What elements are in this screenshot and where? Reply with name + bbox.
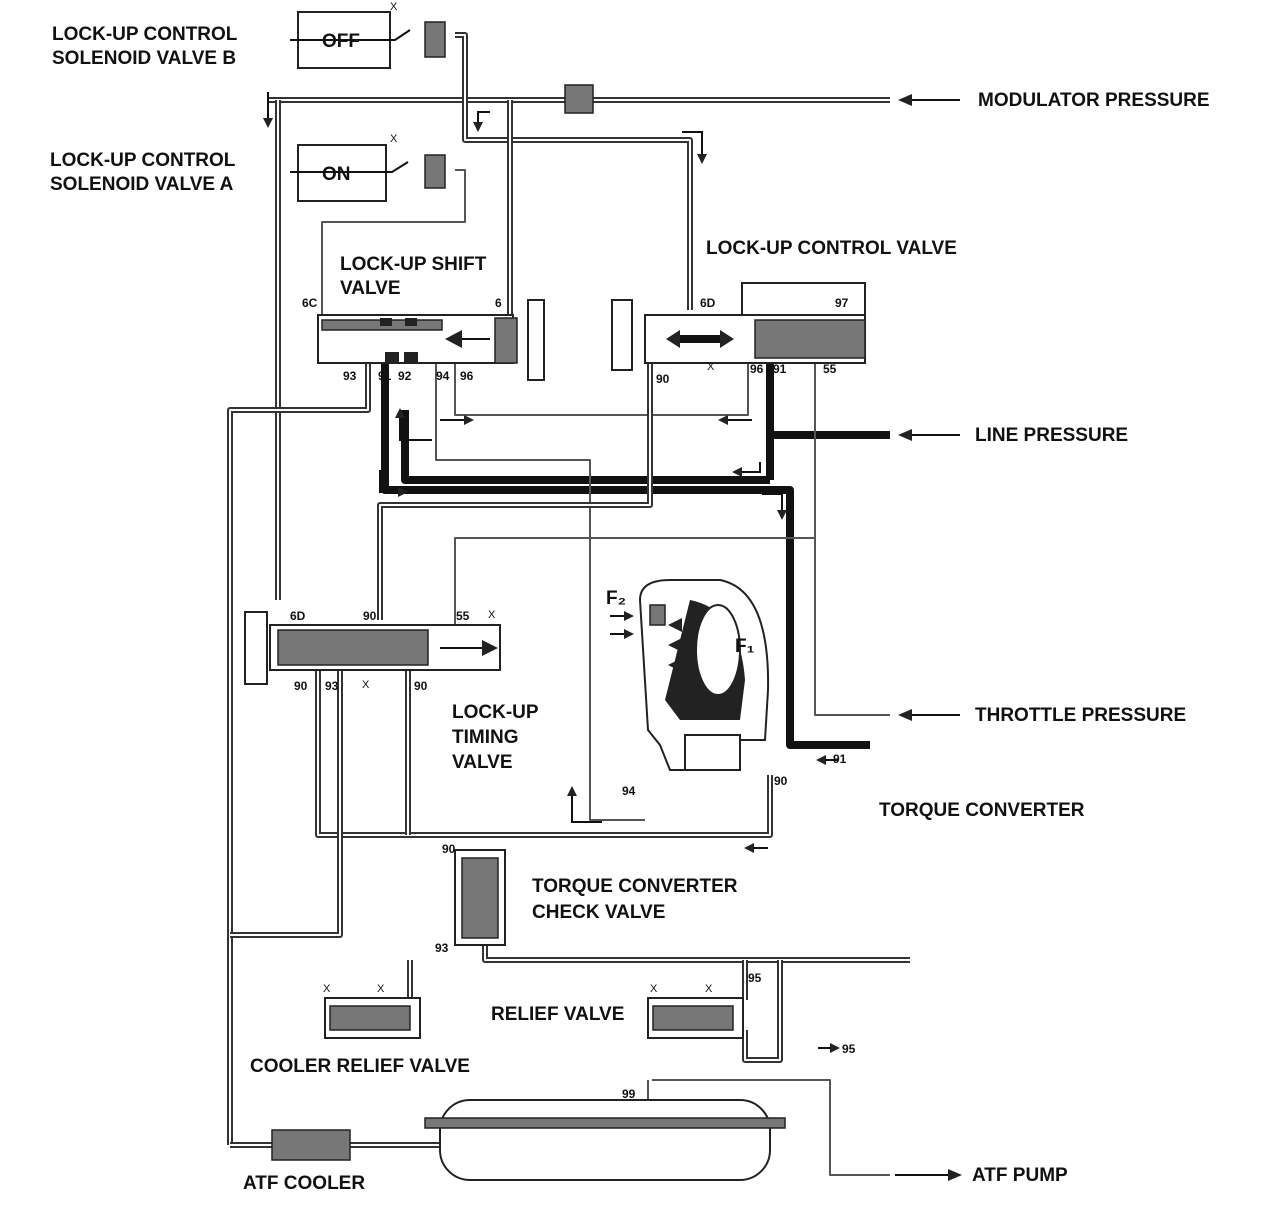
lockup-control-valve [611, 282, 866, 371]
force-f1-label: F₁ [735, 636, 755, 657]
port-90: 90 [774, 774, 788, 788]
exhaust-mark: X [488, 609, 496, 621]
force-f2-label: F₂ [606, 588, 626, 609]
port-90: 90 [414, 679, 428, 693]
lockup-control-valve-label: LOCK-UP CONTROL VALVE [706, 238, 957, 259]
port-91: 91 [378, 369, 392, 383]
port-95-out: 95 [842, 1042, 856, 1056]
exhaust-mark: X [390, 1, 398, 13]
port-92: 92 [398, 369, 412, 383]
exhaust-mark: X [707, 361, 715, 373]
solenoid-a-line [321, 169, 466, 320]
port-90: 90 [294, 679, 308, 693]
cooler-relief-valve-label: COOLER RELIEF VALVE [250, 1056, 470, 1077]
exhaust-mark: X [705, 983, 713, 995]
cooler-relief-valve: X X [323, 983, 421, 1039]
port-97: 97 [835, 296, 849, 310]
timing-valve-label-line1: LOCK-UP [452, 702, 539, 723]
port-93: 93 [325, 679, 339, 693]
solenoid-b-label-line2: SOLENOID VALVE B [52, 48, 236, 69]
solenoid-b-label-line1: LOCK-UP CONTROL [52, 24, 238, 45]
port-99: 99 [622, 1087, 636, 1101]
throttle-line [814, 360, 890, 716]
atf-cooler [271, 1129, 351, 1161]
flow-arrows [263, 92, 962, 1181]
solenoid-a-label-line1: LOCK-UP CONTROL [50, 150, 236, 171]
component-labels: LOCK-UP CONTROL SOLENOID VALVE B MODULAT… [50, 24, 1210, 1194]
line-91 [381, 360, 870, 749]
exhaust-mark: X [377, 983, 385, 995]
exhaust-mark: X [390, 133, 398, 145]
lockup-shift-valve-label-line1: LOCK-UP SHIFT [340, 254, 487, 275]
port-94: 94 [622, 784, 636, 798]
solenoid-b-state: OFF [322, 31, 360, 52]
torque-converter-check-valve [454, 849, 506, 946]
port-93: 93 [435, 941, 449, 955]
solenoid-valve-a: ON X [290, 133, 446, 202]
solenoid-a-state: ON [322, 164, 351, 185]
solenoid-valve-b: OFF X [290, 1, 446, 69]
port-90: 90 [656, 372, 670, 386]
line-55 [454, 537, 815, 625]
line-pressure-label: LINE PRESSURE [975, 425, 1128, 446]
line-96 [454, 360, 749, 416]
check-valve-label-line1: TORQUE CONVERTER [532, 876, 738, 897]
port-6: 6 [495, 296, 502, 310]
check-valve-label-line2: CHECK VALVE [532, 902, 665, 923]
atf-strainer [424, 1099, 786, 1181]
atf-pump-label: ATF PUMP [972, 1165, 1068, 1186]
timing-valve-label-line3: VALVE [452, 752, 513, 773]
port-6d: 6D [700, 296, 716, 310]
torque-converter-label: TORQUE CONVERTER [879, 800, 1085, 821]
exhaust-mark: X [323, 983, 331, 995]
port-95: 95 [748, 971, 762, 985]
relief-valve-label: RELIEF VALVE [491, 1004, 624, 1025]
relief-valve: X X [647, 983, 744, 1039]
modulator-pressure-label: MODULATOR PRESSURE [978, 90, 1210, 111]
throttle-pressure-label: THROTTLE PRESSURE [975, 705, 1186, 726]
port-55: 55 [456, 609, 470, 623]
solenoid-a-label-line2: SOLENOID VALVE A [50, 174, 234, 195]
line-93-relief [482, 930, 910, 963]
lockup-timing-valve: X X [244, 609, 501, 691]
solenoid-b-line [455, 32, 693, 310]
port-90: 90 [442, 842, 456, 856]
port-96: 96 [460, 369, 474, 383]
torque-converter: F₂ F₁ [606, 579, 770, 771]
line-94 [435, 360, 645, 821]
port-93: 93 [343, 369, 357, 383]
port-6c: 6C [302, 296, 318, 310]
exhaust-mark: X [362, 679, 370, 691]
timing-valve-label-line2: TIMING [452, 727, 519, 748]
lockup-shift-valve [317, 299, 545, 381]
port-96: 96 [750, 362, 764, 376]
port-91: 91 [833, 752, 847, 766]
atf-cooler-label: ATF COOLER [243, 1173, 365, 1194]
passages [227, 32, 910, 1176]
line-93-timing [230, 668, 343, 938]
port-90: 90 [363, 609, 377, 623]
lockup-shift-valve-label-line2: VALVE [340, 278, 401, 299]
port-55: 55 [823, 362, 837, 376]
port-6d: 6D [290, 609, 306, 623]
port-94: 94 [436, 369, 450, 383]
port-numbers: 6C 6 93 91 92 94 96 6D 97 90 X 96 91 55 … [290, 296, 856, 1101]
modulator-orifice [564, 84, 594, 114]
line-pressure-line [766, 431, 890, 480]
port-91: 91 [773, 362, 787, 376]
exhaust-mark: X [650, 983, 658, 995]
